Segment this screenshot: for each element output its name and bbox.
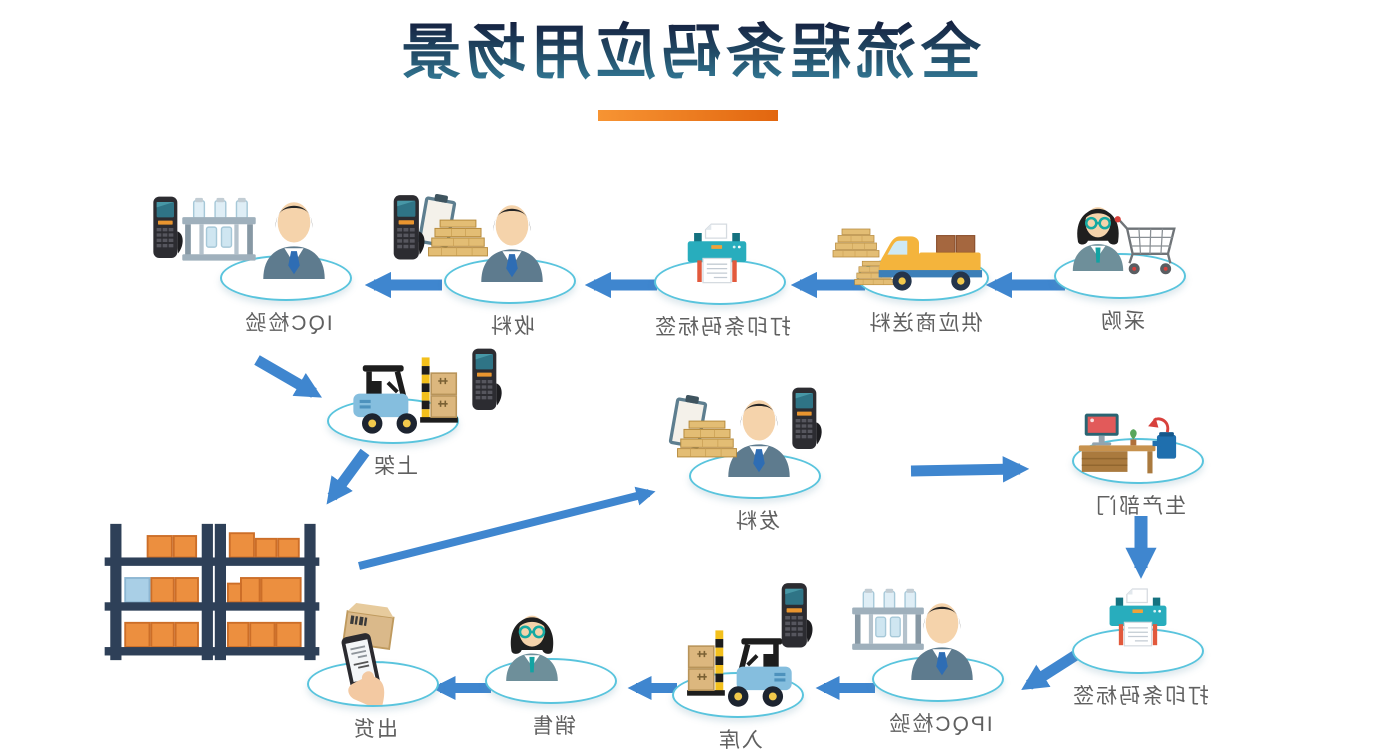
- delivery-truck-icon: [878, 235, 983, 292]
- node-label: 打印条码标签: [653, 316, 791, 339]
- business-woman-icon: [504, 614, 560, 683]
- pallet-stack-icon: [677, 420, 737, 458]
- node-label: 生产部门: [1094, 495, 1186, 518]
- office-desk-icon: [1077, 412, 1178, 475]
- node-issue-material: 发料: [637, 385, 877, 545]
- node-receive-material: 收料: [392, 190, 632, 350]
- node-label: 上架: [372, 455, 418, 478]
- node-iqc-inspection: IQC检验: [153, 187, 408, 347]
- handheld-scanner-icon: [792, 387, 822, 449]
- flow-arrow: [358, 486, 656, 570]
- barcode-printer-icon: [687, 223, 747, 284]
- node-shelving: 上架: [275, 330, 515, 490]
- page-title: 全流程条码应用场景: [0, 19, 1377, 86]
- title-underline-bar: [598, 110, 778, 121]
- node-production-dept: 生产部门: [1020, 370, 1260, 530]
- barcode-printer-icon: [1108, 588, 1168, 647]
- node-label: 发料: [734, 510, 780, 533]
- hand-scanner-phone-icon: [339, 601, 396, 706]
- pallet-stack-icon: [428, 219, 488, 257]
- node-print-barcode-label-1: 打印条码标签: [602, 191, 842, 351]
- shopping-cart-icon: [1113, 214, 1176, 276]
- handheld-scanner-icon: [781, 583, 813, 648]
- node-label: 出货: [352, 718, 398, 741]
- test-tube-rack-icon: [181, 197, 257, 262]
- handheld-scanner-icon: [153, 196, 183, 258]
- node-shipment: 出货: [255, 593, 495, 753]
- forklift-icon: [347, 348, 465, 436]
- worker-icon: [263, 202, 325, 279]
- handheld-scanner-icon: [472, 348, 502, 410]
- test-tube-rack-icon: [851, 588, 925, 651]
- flow-arrow: [910, 456, 1030, 483]
